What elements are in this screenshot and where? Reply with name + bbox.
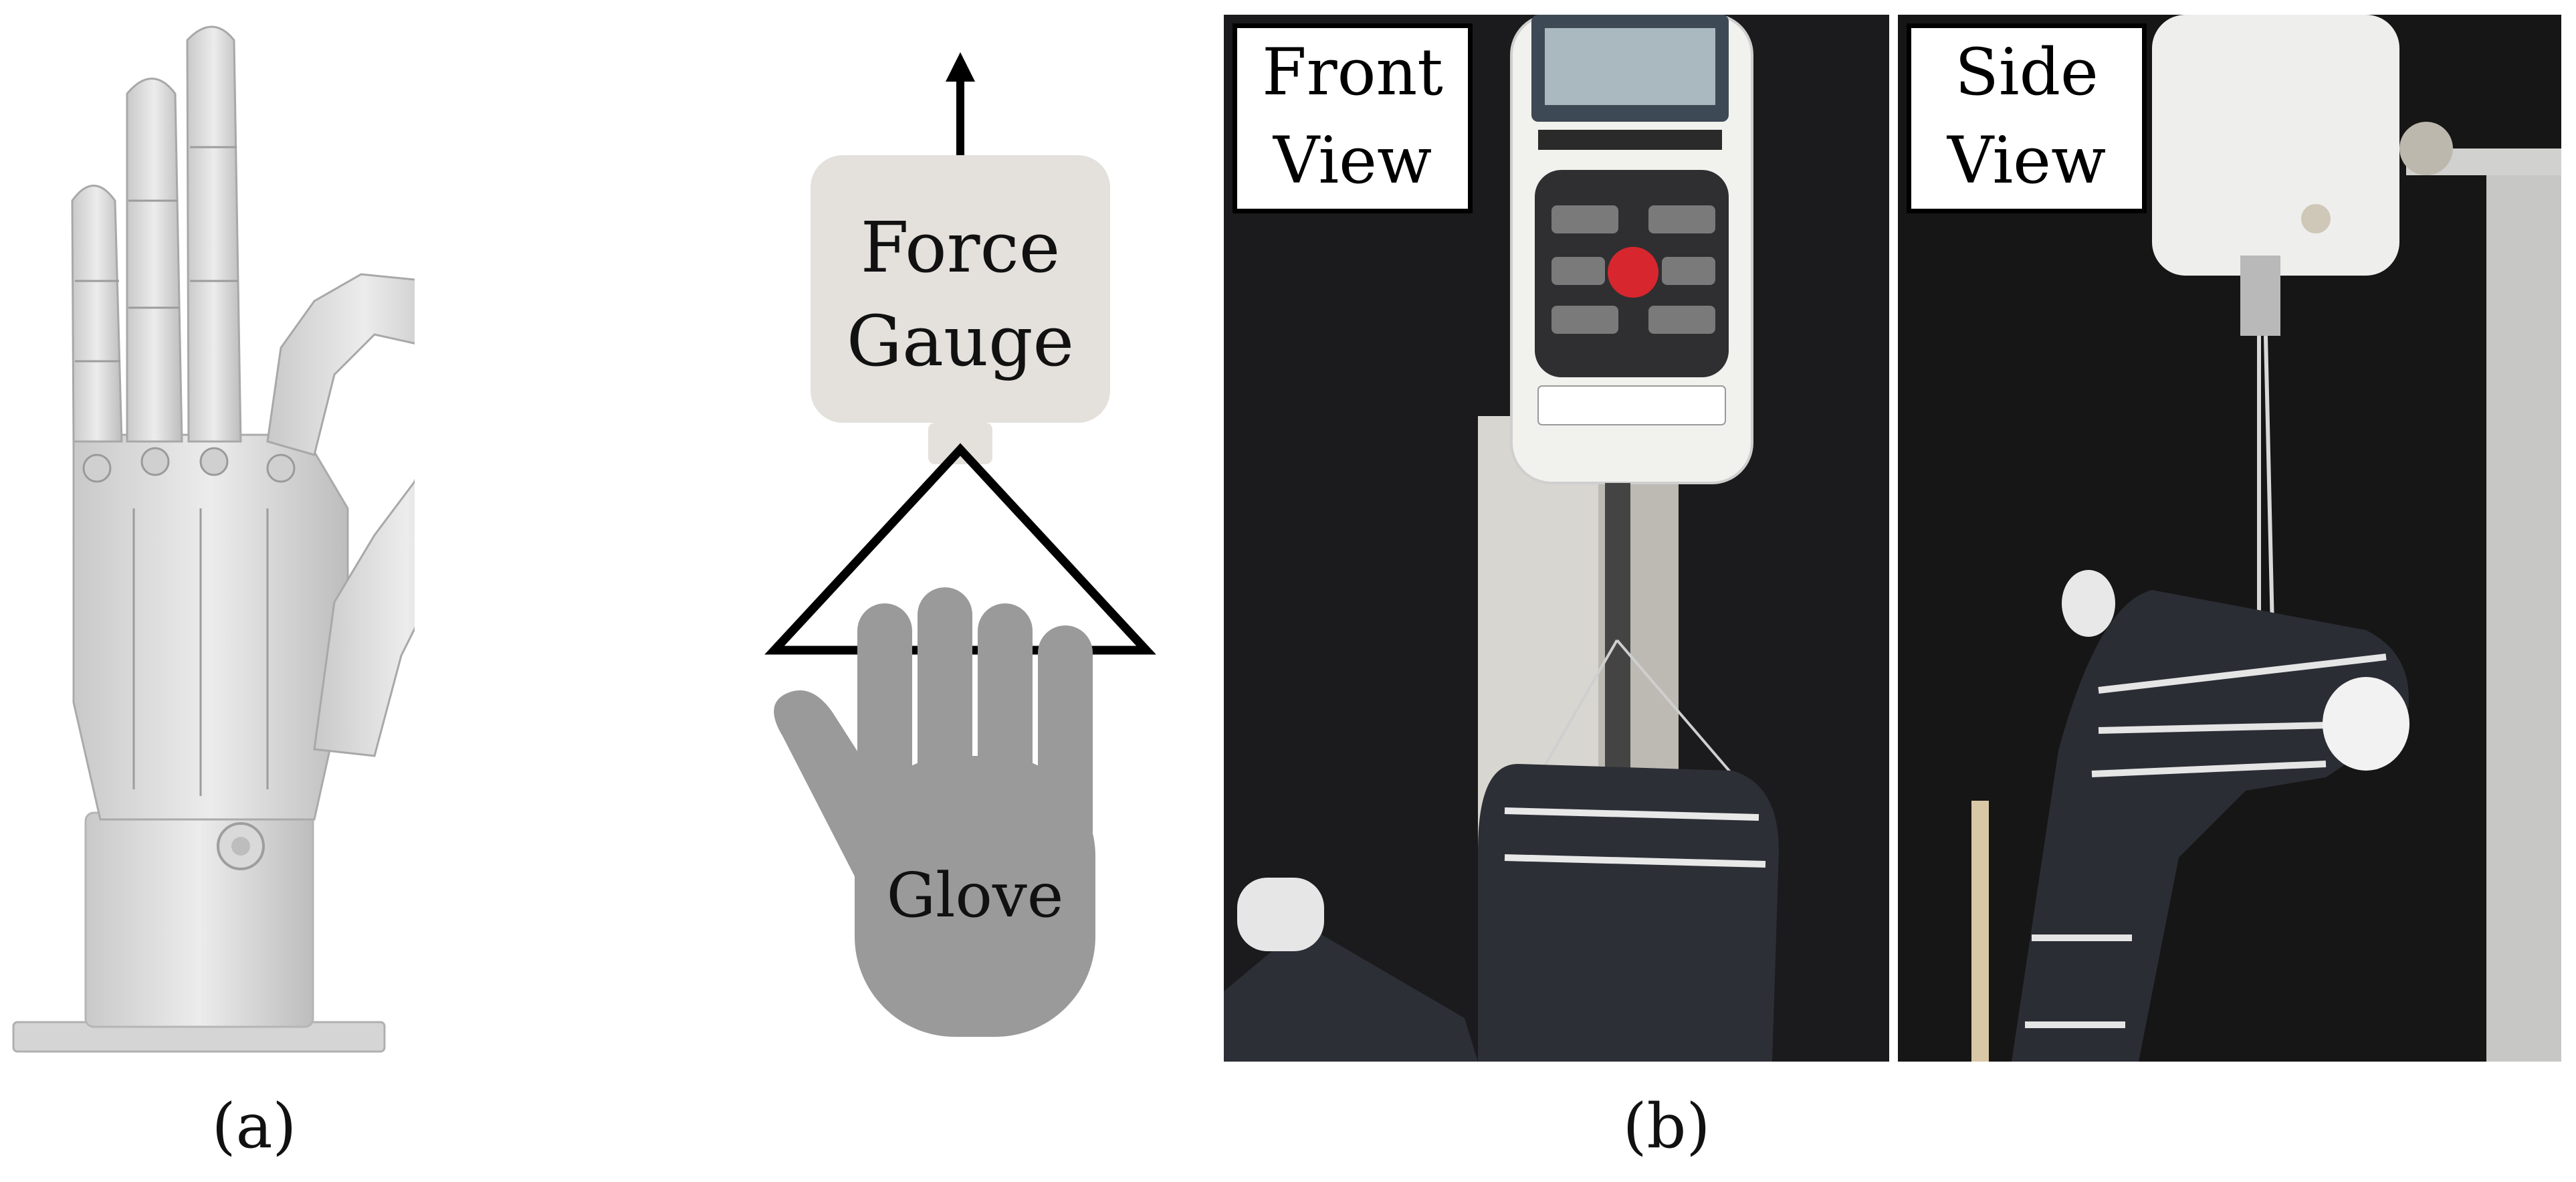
side-view-label: Side View: [1907, 23, 2147, 213]
front-view-label-line2: View: [1273, 123, 1432, 198]
finger-ring: [126, 78, 183, 443]
side-force-gauge: [2152, 15, 2399, 276]
side-view-scene: [1971, 15, 2561, 1062]
hand-palm: [72, 433, 349, 821]
glove-label: Glove: [886, 860, 1064, 931]
finger-index: [266, 273, 415, 456]
front-glove: [1478, 764, 1779, 1062]
front-view-label: Front View: [1232, 23, 1473, 213]
caption-a: (a): [211, 1090, 297, 1162]
gauge-power-button: [1608, 247, 1658, 298]
hand-wrist: [84, 811, 314, 1028]
force-gauge-label-line2: Gauge: [846, 300, 1075, 382]
glove-shape: [774, 587, 1095, 1037]
side-view-photo: [1898, 15, 2561, 1062]
caption-b: (b): [1622, 1090, 1711, 1162]
side-view-label-line1: Side: [1955, 35, 2099, 110]
robotic-hand-illustration: [12, 25, 415, 1053]
finger-thumb: [313, 478, 415, 757]
side-glove: [2012, 590, 2409, 1062]
finger-pinky: [71, 185, 123, 443]
front-view-label-line1: Front: [1262, 35, 1443, 110]
side-view-label-line2: View: [1947, 123, 2107, 198]
force-gauge-schematic: [764, 52, 1156, 1037]
force-gauge-label: Force Gauge: [811, 201, 1110, 388]
finger-middle: [186, 25, 242, 443]
force-gauge-label-line1: Force: [860, 207, 1061, 288]
force-gauge-box: [811, 155, 1110, 423]
pull-arrow-head: [946, 52, 975, 82]
front-view-scene: [1224, 15, 1779, 1062]
